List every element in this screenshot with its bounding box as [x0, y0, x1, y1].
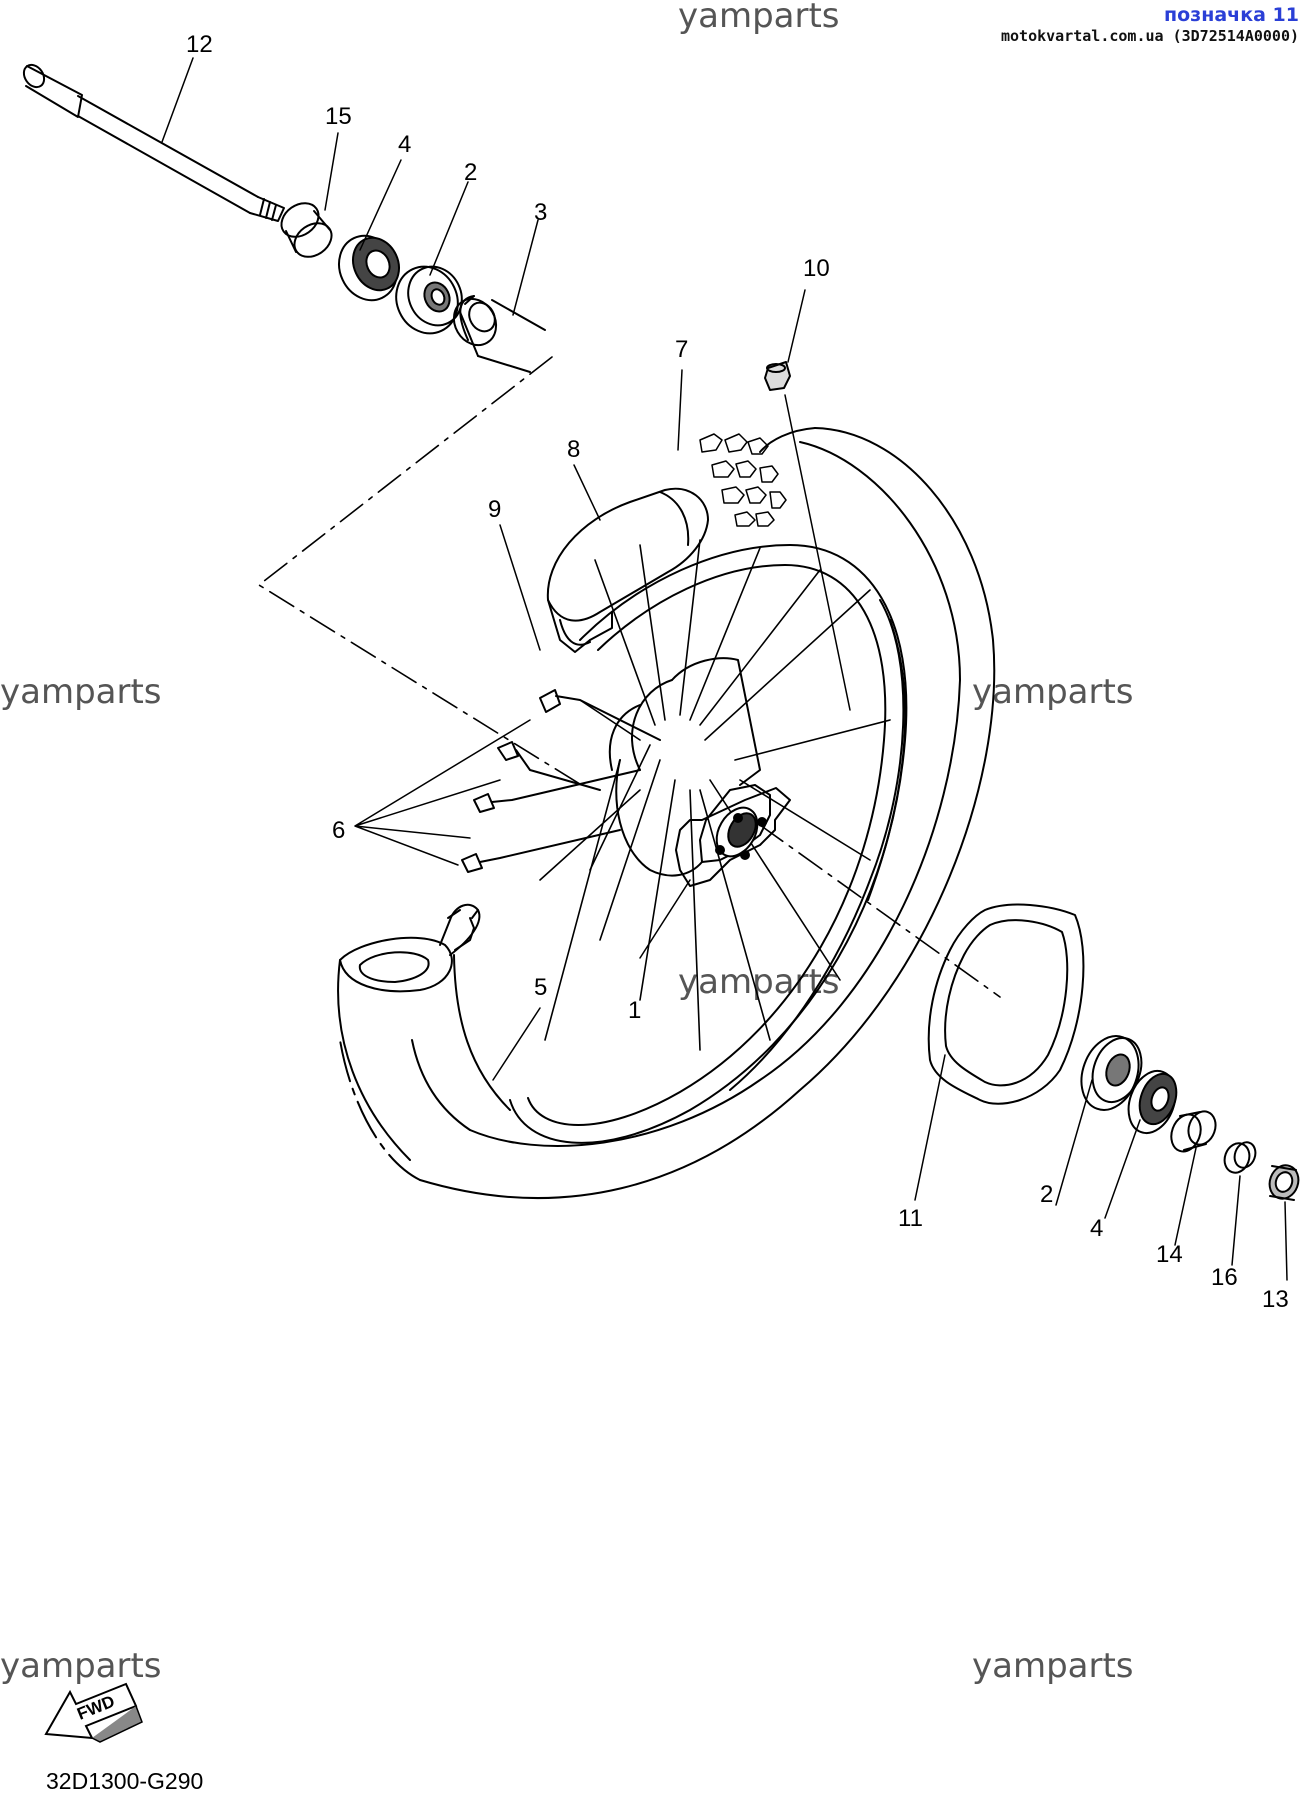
- hub-part: [608, 657, 791, 887]
- callout-label: 16: [1211, 1264, 1238, 1291]
- oil-seal-part: [1127, 1070, 1178, 1134]
- tire-part: [339, 427, 996, 1200]
- header-source: motokvartal.com.ua (3D72514A0000): [1000, 27, 1299, 45]
- callout-label: 15: [325, 103, 352, 130]
- nut-part: [1268, 1164, 1300, 1201]
- callout-label: 11: [898, 1205, 923, 1232]
- tube-part: [337, 903, 511, 1161]
- callout-label: 4: [1090, 1215, 1103, 1242]
- callout-label: 2: [1040, 1181, 1053, 1208]
- valve-cap-part: [764, 361, 791, 391]
- watermark: yamparts: [0, 672, 162, 712]
- callout-label: 9: [488, 496, 501, 523]
- callout-label: 10: [803, 255, 830, 282]
- bearing-part: [1080, 1035, 1143, 1111]
- watermark: yamparts: [972, 1646, 1134, 1686]
- callout-label: 4: [398, 131, 411, 158]
- callout-label: 8: [567, 436, 580, 463]
- callout-label: 12: [186, 31, 213, 58]
- washer-part: [1223, 1141, 1257, 1174]
- oil-seal-part: [338, 234, 400, 302]
- callout-label: 2: [464, 159, 477, 186]
- callout-label: 5: [534, 974, 547, 1001]
- assembly-axis-line: [258, 356, 1001, 998]
- rim-band-part: [546, 487, 709, 653]
- rim-part: [509, 544, 908, 1144]
- watermark: yamparts: [0, 1646, 162, 1686]
- watermark: yamparts: [972, 672, 1134, 712]
- callout-label: 3: [534, 199, 547, 226]
- bearing-part: [395, 265, 463, 335]
- callout-label: 7: [675, 336, 688, 363]
- axle-part: [22, 63, 285, 222]
- watermark: yamparts: [678, 0, 840, 36]
- diagram-code: 32D1300-G290: [46, 1768, 204, 1794]
- nipples-part: [461, 689, 661, 873]
- callout-label: 13: [1262, 1286, 1289, 1313]
- spacer-part: [452, 295, 546, 373]
- brake-disc-part: [927, 903, 1085, 1105]
- callout-label: 1: [628, 997, 641, 1024]
- header-label: позначка 11: [1164, 4, 1299, 26]
- fwd-arrow-icon: FWD: [44, 1682, 143, 1743]
- leader-lines: [161, 57, 1288, 1281]
- callout-label: 14: [1156, 1241, 1183, 1268]
- collar-part: [280, 202, 333, 258]
- collar-part: [1170, 1110, 1217, 1153]
- callout-label: 6: [332, 817, 345, 844]
